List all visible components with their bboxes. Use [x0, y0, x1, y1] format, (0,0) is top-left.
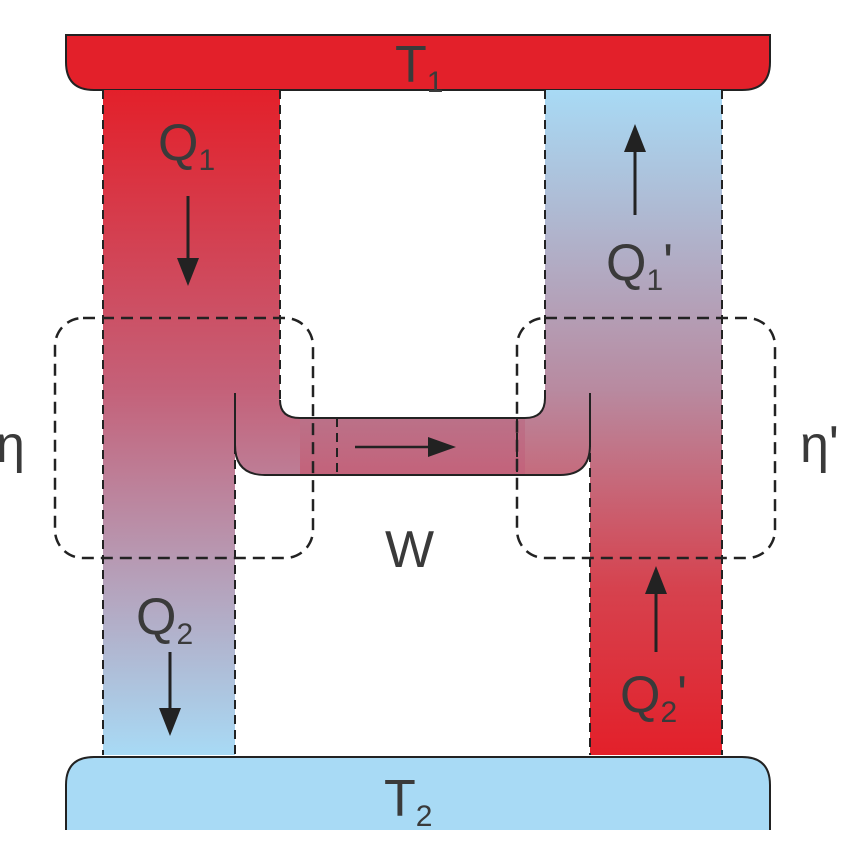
right-engine-box [515, 316, 777, 560]
cold-reservoir-label: T2 [384, 770, 432, 833]
right-engine-label: η' [800, 416, 839, 474]
q2-label: Q2 [136, 588, 193, 651]
work-label: W [385, 521, 434, 579]
arrow-up-icon [645, 566, 667, 652]
left-engine-channel [102, 90, 340, 755]
cold-reservoir: T2 [65, 756, 771, 833]
left-engine-box [53, 316, 315, 560]
hot-reservoir: T1 [65, 34, 771, 99]
work-channel [234, 393, 591, 476]
arrow-down-icon [177, 196, 199, 286]
q2-prime-label: Q2' [620, 666, 687, 729]
left-engine-label: η [0, 416, 25, 474]
q1-label: Q1 [158, 114, 215, 177]
q1-prime-label: Q1' [606, 234, 673, 297]
arrow-down-icon [159, 652, 181, 736]
arrow-right-icon [355, 437, 456, 457]
arrow-up-icon [624, 124, 646, 215]
right-engine-channel [500, 90, 723, 755]
hot-reservoir-label: T1 [395, 36, 443, 99]
